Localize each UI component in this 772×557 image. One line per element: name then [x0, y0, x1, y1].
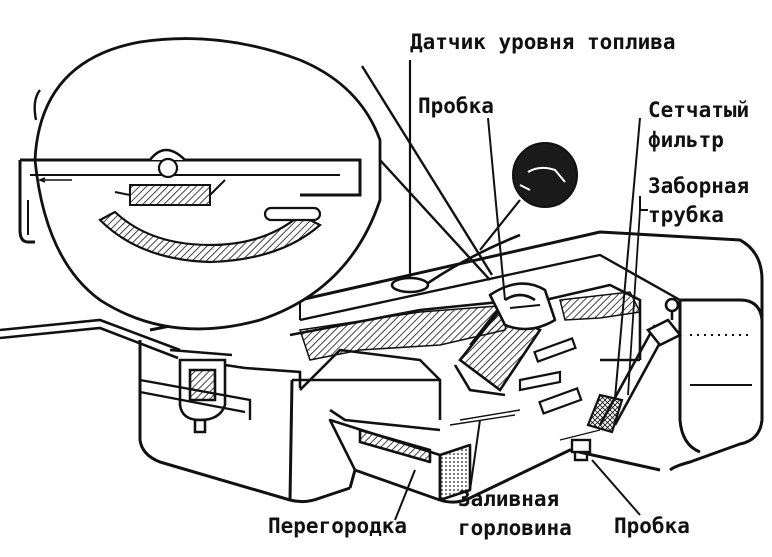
label-intake-tube-line1: Заборная [648, 174, 750, 198]
label-filler-neck-line2: горловина [458, 516, 572, 540]
fuel-surface [449, 409, 601, 441]
inset-connectors [360, 65, 494, 281]
label-mesh-filter-line1: Сетчатый [648, 98, 750, 122]
side-filter [169, 348, 246, 434]
inner-shadow [299, 304, 511, 361]
label-filler-neck-line1: Заливная [458, 487, 560, 511]
label-plug-bottom: Пробка [614, 514, 690, 538]
fuel-level-sensor [390, 60, 521, 294]
label-plug-top: Пробка [418, 94, 494, 118]
inner-shadow-right [559, 291, 642, 321]
leader-lines [394, 117, 648, 521]
label-partition: Перегородка [268, 514, 408, 538]
magnified-inset [18, 37, 382, 331]
top-plug [488, 282, 557, 331]
sensor-detail-circle [479, 142, 578, 251]
baffles [518, 337, 583, 415]
side-bracket [139, 378, 252, 420]
mesh-filter [586, 393, 624, 434]
label-fuel-level-sensor: Датчик уровня топлива [410, 30, 676, 54]
partition [328, 418, 472, 502]
label-mesh-filter-line2: фильтр [648, 128, 724, 152]
fuel-line [0, 318, 302, 388]
label-intake-tube-line2: трубка [648, 203, 724, 227]
drain-plug [570, 438, 592, 462]
